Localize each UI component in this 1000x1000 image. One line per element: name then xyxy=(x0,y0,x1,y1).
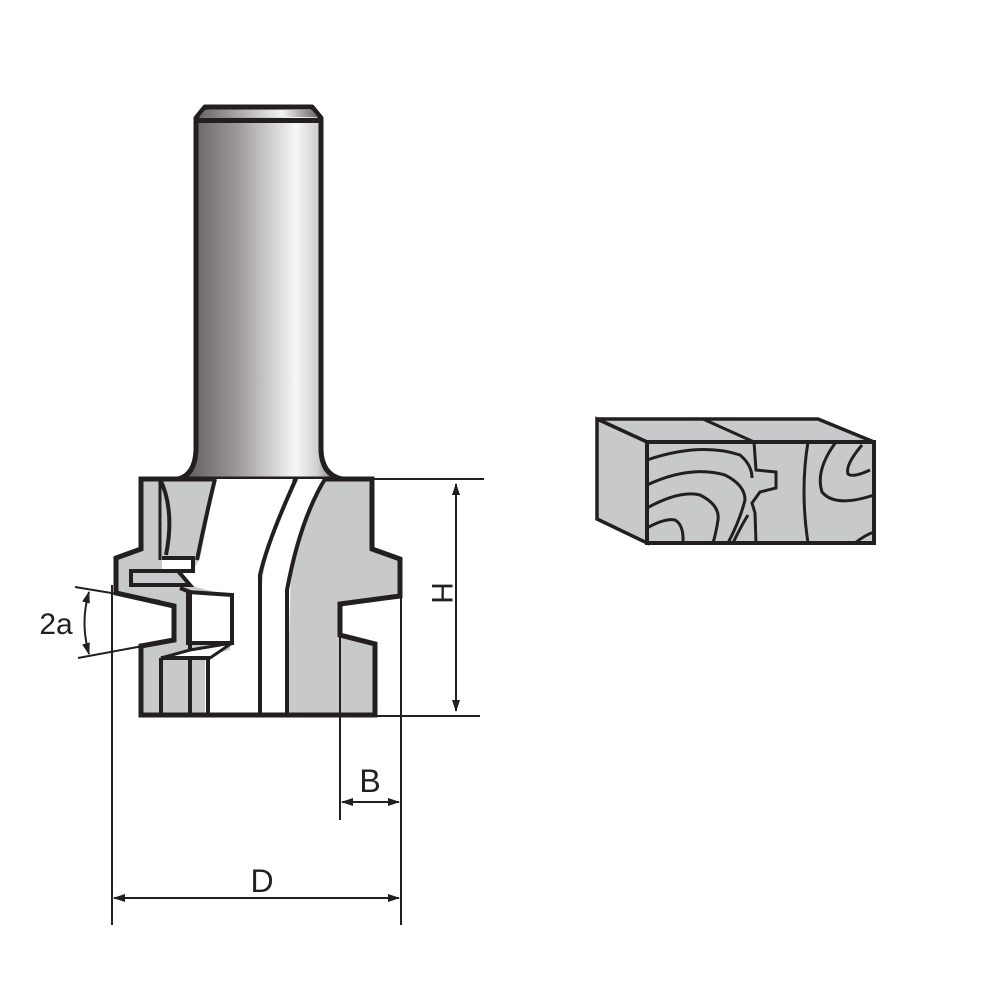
label-diameter: D xyxy=(250,863,273,899)
workpiece-sample xyxy=(595,416,876,546)
shank xyxy=(175,104,345,482)
dimension-lines xyxy=(74,478,484,925)
cutter-body xyxy=(113,476,403,718)
label-height: H xyxy=(425,582,458,604)
label-angle: 2a xyxy=(39,608,73,641)
dimension-labels: H B D 2a xyxy=(39,582,458,899)
label-width-b: B xyxy=(359,763,380,799)
